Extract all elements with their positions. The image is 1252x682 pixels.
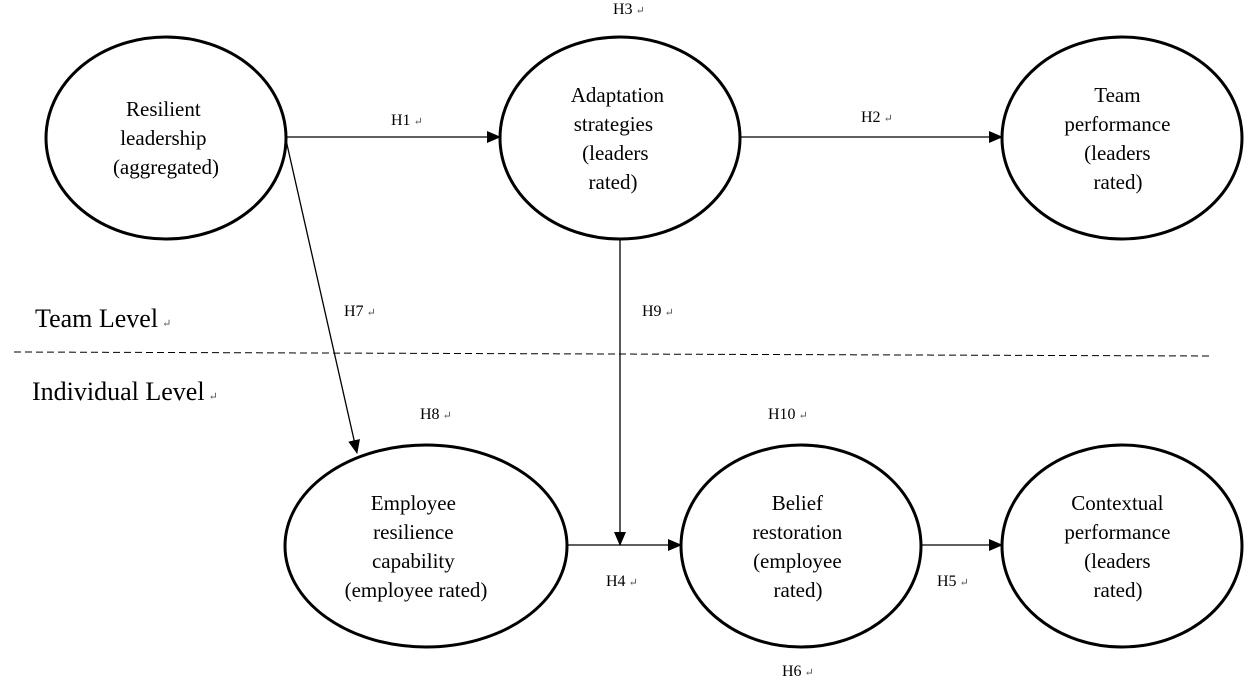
node-resilient-leadership [44,35,288,241]
hypothesis-label-h1: H1↵ [391,112,423,129]
hypothesis-label-h2: H2↵ [861,109,893,126]
hypothesis-label-h9: H9↵ [642,303,674,320]
node-belief-restoration [679,443,923,649]
individual-level-label: Individual Level↵ [32,377,218,406]
node-contextual-performance [1000,443,1244,649]
arrow-h7 [285,139,360,454]
level-divider [13,351,1213,357]
node-label-contextual-performance: Contextual performance (leaders rated) [1064,491,1175,602]
node-team-performance [1000,35,1244,241]
hypothesis-label-h3: H3↵ [613,1,645,18]
node-employee-resilience [283,443,569,649]
hypothesis-label-h6: H6↵ [782,663,814,680]
node-label-team-performance: Team performance (leaders rated) [1064,83,1175,194]
hypothesis-label-h8: H8↵ [420,406,452,423]
hypothesis-label-h4: H4↵ [606,573,638,590]
hypothesis-label-h7: H7↵ [344,303,376,320]
hypothesis-label-h10: H10↵ [768,406,808,423]
hypothesis-label-h5: H5↵ [937,573,969,590]
team-level-label: Team Level↵ [35,304,171,333]
node-label-employee-resilience: Employee resilience capability (employee… [345,491,488,602]
node-label-adaptation-strategies: Adaptation strategies (leaders rated) [571,83,670,194]
node-adaptation-strategies [498,35,742,241]
node-label-belief-restoration: Belief restoration (employee rated) [752,491,847,602]
node-label-resilient-leadership: Resilient leadership (aggregated) [113,97,219,179]
